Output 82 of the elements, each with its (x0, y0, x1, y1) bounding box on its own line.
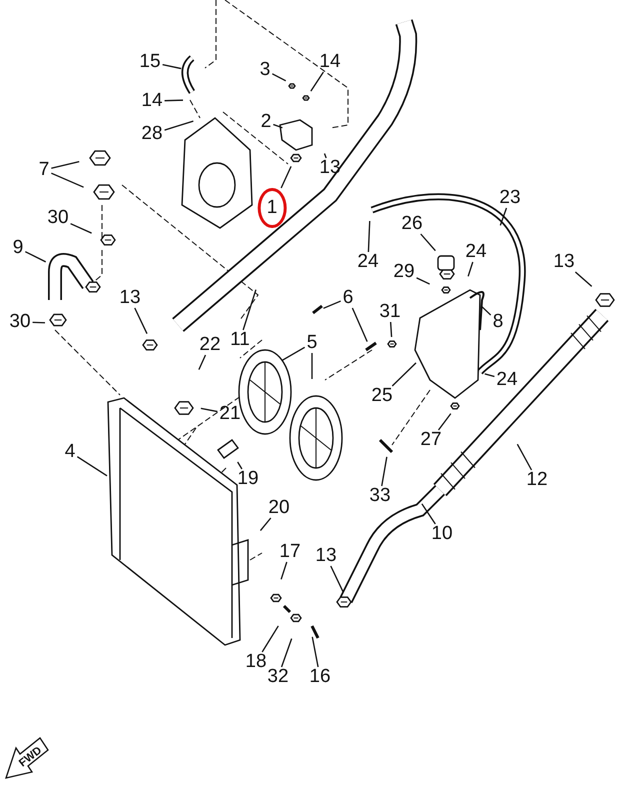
callout-number: 27 (419, 430, 443, 450)
callout-number: 18 (244, 652, 268, 672)
leader-line (198, 354, 206, 370)
callout-number: 24 (464, 242, 488, 262)
callout-number: 26 (400, 214, 424, 234)
leader-line (390, 322, 392, 338)
leader-line (420, 234, 436, 252)
callout-number: 1 (258, 188, 286, 228)
callout-number: 13 (314, 546, 338, 566)
leader-line (280, 166, 292, 188)
callout-number: 24 (356, 252, 380, 272)
leader-line (200, 408, 218, 412)
leader-line (280, 638, 292, 668)
callout-number: 9 (12, 238, 24, 258)
leader-line (32, 322, 46, 324)
leader-line (51, 172, 84, 188)
callout-number: 6 (342, 288, 354, 308)
leader-line (381, 456, 388, 486)
leader-line (368, 220, 370, 252)
leader-line (352, 308, 368, 342)
leader-line (76, 456, 108, 476)
callout-number: 13 (118, 288, 142, 308)
callout-number: 16 (308, 667, 332, 687)
callout-number: 11 (229, 330, 251, 350)
leader-line (311, 353, 313, 379)
callout-number: 29 (392, 262, 416, 282)
callout-number: 22 (198, 335, 222, 355)
leader-line (70, 223, 92, 234)
leader-line (280, 562, 288, 580)
callout-number: 13 (552, 252, 576, 272)
callout-number: 3 (258, 60, 272, 80)
callout-number: 12 (525, 470, 549, 490)
callout-number: 23 (498, 188, 522, 208)
callout-number: 28 (140, 124, 164, 144)
leader-line (310, 72, 324, 92)
callout-number: 17 (278, 542, 302, 562)
callout-number: 24 (495, 370, 519, 390)
callout-number: 2 (260, 112, 272, 132)
leader-line (468, 262, 474, 277)
leader-line (237, 462, 242, 470)
leader-line (25, 251, 46, 262)
callout-number: 30 (46, 208, 70, 228)
callout-number: 32 (266, 667, 290, 687)
callout-number: 4 (64, 442, 76, 462)
leader-line (392, 362, 416, 386)
leader-line (242, 289, 257, 330)
leader-line (51, 160, 80, 169)
callout-number: 14 (318, 52, 342, 72)
callout-number: 19 (236, 469, 260, 489)
callout-number: 31 (378, 302, 402, 322)
leader-line (272, 73, 286, 82)
leader-line (262, 626, 279, 652)
leader-line (324, 153, 327, 158)
leader-line (282, 346, 306, 362)
leader-line (516, 444, 532, 470)
callout-number: 30 (8, 312, 32, 332)
callout-number: 14 (140, 91, 164, 111)
leader-line (273, 124, 283, 128)
callout-number: 5 (306, 333, 318, 353)
leader-line (330, 566, 344, 592)
callout-number: 20 (267, 498, 291, 518)
leader-line (438, 413, 452, 430)
leader-line (416, 277, 430, 285)
callout-number: 15 (138, 52, 162, 72)
leader-line (484, 373, 495, 378)
leader-line (260, 518, 272, 531)
leader-line (482, 306, 492, 316)
leader-line (164, 120, 194, 131)
leader-line (500, 208, 508, 226)
callout-number: 25 (370, 386, 394, 406)
leader-line (134, 308, 148, 334)
callout-number: 10 (430, 524, 454, 544)
callout-number: 7 (38, 160, 50, 180)
callout-number: 21 (218, 404, 242, 424)
leader-line (323, 300, 341, 309)
leader-line (162, 64, 182, 70)
callout-number: 33 (368, 486, 392, 506)
leader-line (574, 272, 592, 287)
leader-line (164, 100, 184, 102)
leader-line (421, 503, 436, 524)
callout-number: 8 (492, 312, 504, 332)
leader-line (312, 636, 319, 668)
